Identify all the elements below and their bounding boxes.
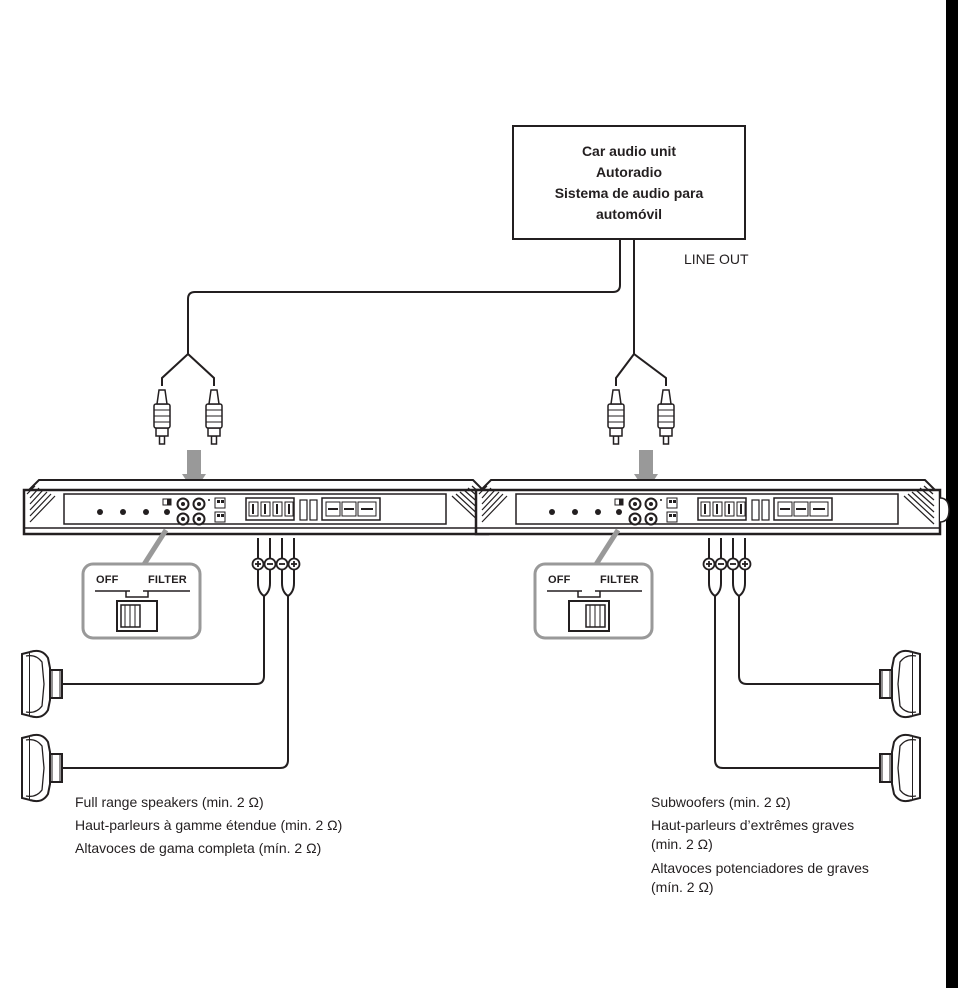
page-edge-bar [946, 0, 958, 988]
speaker-wire-right-3 [732, 570, 885, 685]
switch-left-off-label: OFF [96, 574, 119, 586]
car-audio-unit-line-3: Sistema de audio para [554, 184, 704, 201]
subwoofer-label-es-rating: (mín. 2 Ω) [651, 879, 714, 895]
speaker-wire-left-3 [60, 570, 289, 769]
speaker-terminals-left [251, 537, 301, 571]
car-audio-unit-line-4: automóvil [595, 205, 663, 222]
full-range-label-fr: Haut-parleurs à gamme étendue (min. 2 Ω) [75, 817, 343, 833]
speaker-terminals-right [702, 537, 752, 571]
speaker-wire-left-2 [263, 570, 271, 597]
speaker-wire-right-1 [708, 570, 885, 769]
speaker-wire-right-4 [738, 570, 746, 597]
subwoofer-label-fr-rating: (min. 2 Ω) [651, 836, 713, 852]
rca-plug-left-1 [153, 389, 171, 445]
amplifier-right [474, 478, 951, 536]
filter-switch-right [533, 562, 654, 640]
speaker-wire-left-1 [60, 570, 265, 685]
subwoofer-1 [879, 649, 921, 719]
rca-plug-right-1 [607, 389, 625, 445]
rca-plug-left-2 [205, 389, 223, 445]
amplifier-left [22, 478, 499, 536]
car-audio-unit-line-2: Autoradio [595, 163, 663, 180]
rca-plug-right-2 [657, 389, 675, 445]
speaker-wire-right-2 [714, 570, 722, 597]
line-out-cable-left [187, 240, 621, 354]
subwoofer-label-fr: Haut-parleurs d’extrêmes graves [651, 817, 855, 833]
full-range-speaker-2 [21, 733, 63, 803]
car-audio-unit-box: Car audio unit Autoradio Sistema de audi… [512, 125, 746, 240]
switch-right-off-label: OFF [548, 574, 571, 586]
subwoofer-label-en: Subwoofers (min. 2 Ω) [651, 794, 791, 810]
filter-switch-left [81, 562, 202, 640]
switch-left-filter-label: FILTER [148, 574, 187, 586]
full-range-speaker-1 [21, 649, 63, 719]
car-audio-unit-line-1: Car audio unit [581, 142, 677, 159]
full-range-label-en: Full range speakers (min. 2 Ω) [75, 794, 264, 810]
switch-right-filter-label: FILTER [600, 574, 639, 586]
subwoofer-2 [879, 733, 921, 803]
subwoofer-label-es: Altavoces potenciadores de graves [651, 860, 869, 876]
line-out-label: LINE OUT [684, 251, 749, 267]
y-split-left [161, 353, 215, 386]
y-split-right [615, 353, 667, 386]
full-range-label-es: Altavoces de gama completa (mín. 2 Ω) [75, 840, 322, 856]
speaker-wire-left-4 [287, 570, 295, 597]
